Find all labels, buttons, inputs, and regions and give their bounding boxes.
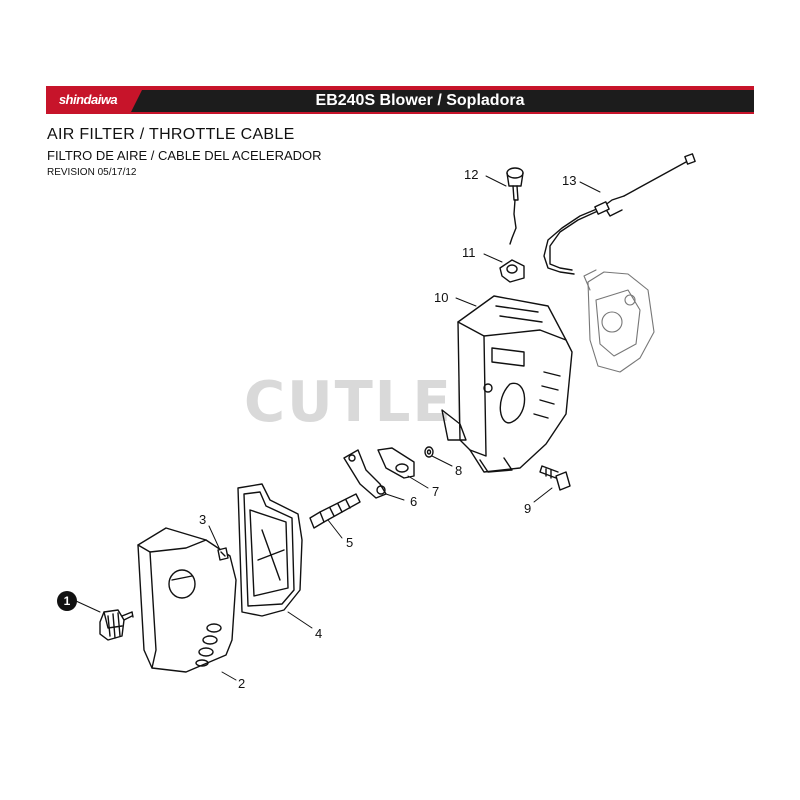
part-5-bolt [309,493,361,529]
watermark: CUTLER [244,370,498,435]
callout-5: 5 [346,535,354,550]
part-10-filter-housing [441,295,573,473]
brand-logo-slant [130,86,144,114]
brand-logo: shindaiwa [46,86,130,114]
carburetor-context [583,269,655,373]
part-9-screw [539,465,571,491]
callout-2: 2 [238,676,246,691]
part-1-knob [99,609,134,641]
section-title-spanish: FILTRO DE AIRE / CABLE DEL ACELERADOR [47,148,322,163]
callout-9: 9 [524,501,532,516]
callout-7: 7 [432,484,440,499]
revision-date: REVISION 05/17/12 [47,167,137,178]
banner-top-stripe [46,86,754,90]
part-4-filter-element [237,483,303,617]
part-13-throttle-cable [543,153,696,275]
callout-1-marker: 1 [57,591,77,611]
callout-8: 8 [455,463,463,478]
part-6-bracket [343,449,387,499]
callout-11: 11 [462,245,476,260]
page-title: EB240S Blower / Sopladora [315,92,525,109]
callout-4: 4 [315,626,323,641]
part-8-washer [424,446,434,458]
part-7-gasket [377,447,415,479]
section-title-english: AIR FILTER / THROTTLE CABLE [47,126,295,143]
part-11-grommet [499,259,525,283]
callout-13: 13 [562,173,577,188]
callout-6: 6 [410,494,418,509]
banner-background [46,86,754,114]
banner-bottom-stripe [46,112,754,114]
part-2-filter-cover [137,527,237,673]
leader-lines [75,175,601,681]
callout-12: 12 [464,167,479,182]
part-12-choke-knob [506,167,524,245]
part-3-clip [217,547,229,561]
callout-3: 3 [199,512,207,527]
header-banner: shindaiwa EB240S Blower / Sopladora [46,86,754,114]
callout-10: 10 [434,290,449,305]
